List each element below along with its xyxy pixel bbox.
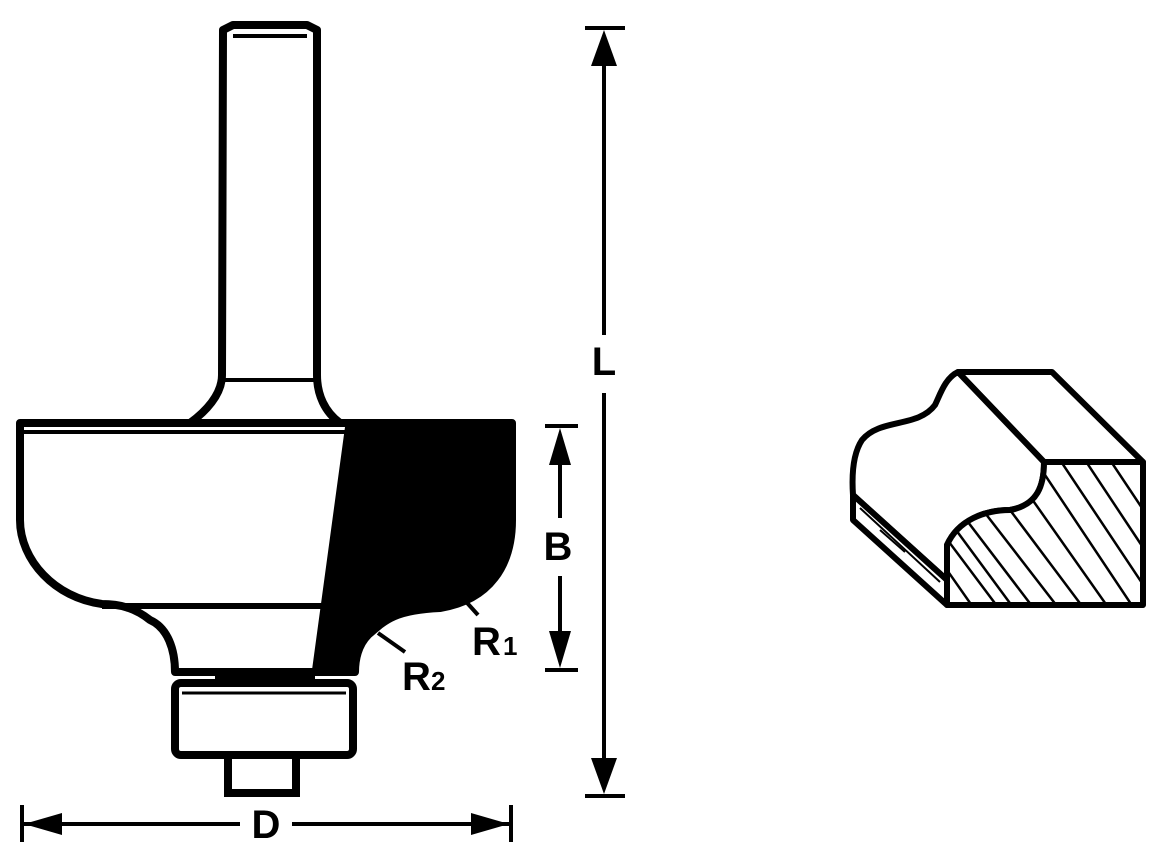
profile-edge-line [859, 507, 941, 583]
radius-2-label: R [402, 655, 431, 699]
dimension-b-arrow-bottom [549, 631, 571, 668]
shank [186, 21, 344, 427]
router-bit [16, 21, 516, 797]
radius-1-subscript: 1 [503, 631, 517, 661]
radius-2-subscript: 2 [431, 666, 445, 696]
bearing-screw [224, 751, 300, 797]
dimension-l-label: L [592, 340, 616, 384]
profile-shade-line [879, 529, 906, 553]
dimension-b-label: B [544, 525, 573, 569]
dimension-d: D [20, 803, 513, 847]
profile-end-grain-outline [944, 459, 1146, 608]
cutter-blade [312, 427, 512, 670]
radius-1-callout: R 1 [458, 593, 517, 664]
dimension-b: B [544, 424, 578, 672]
profile-ridge-line [956, 370, 1046, 464]
dimension-d-label: D [252, 803, 281, 847]
dimension-l-arrow-top [591, 30, 617, 66]
dimension-l: L [585, 26, 625, 798]
radius-1-label: R [472, 620, 501, 664]
dimension-l-arrow-bottom [591, 758, 617, 794]
profile-cross-section [849, 369, 1146, 608]
dimension-b-arrow-top [549, 428, 571, 465]
dimension-d-arrow-right [471, 813, 509, 835]
radius-2-callout: R 2 [376, 631, 445, 699]
profile-end-grain [947, 462, 1143, 605]
dimension-d-arrow-left [24, 813, 62, 835]
